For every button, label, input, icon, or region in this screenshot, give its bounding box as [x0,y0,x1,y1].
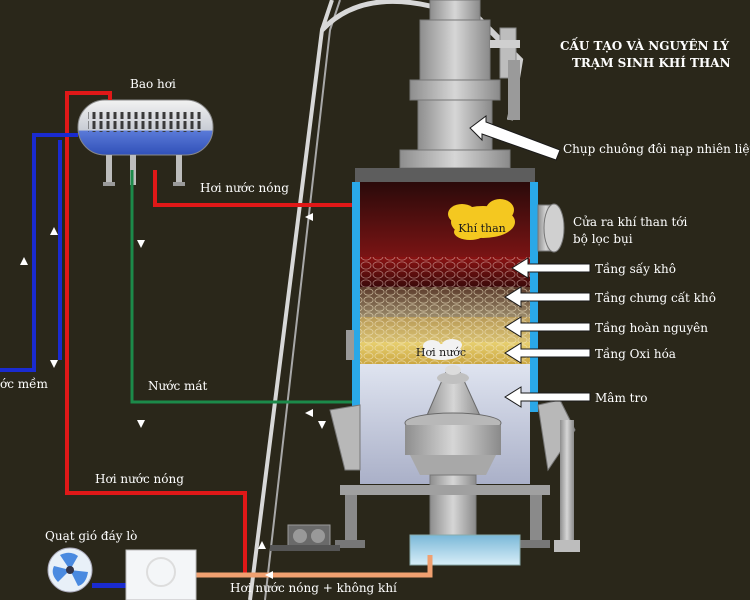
label-hoi-nuoc-nong-mid: Hơi nước nóng [95,472,184,486]
gasifier-top-flange [355,168,535,182]
gas-outlet [537,203,565,253]
callout-arrows [469,115,591,408]
ash-hopper-left [329,404,361,471]
label-hoi-nuoc-nong-top: Hơi nước nóng [200,181,289,195]
ash-hopper-right [537,399,576,472]
label-hoi-nuoc-nong-khong-khi: Hơi nước nóng + không khí [230,581,397,595]
right-pipe [560,420,574,550]
title-line-1: CẤU TẠO VÀ NGUYÊN LÝ [560,36,729,53]
steam-pipes [65,91,352,575]
side-port [346,330,354,360]
blower-fan [47,547,197,600]
label-nuoc-mat: Nước mát [148,379,208,393]
label-tang-oxi: Tầng Oxi hóa [595,346,676,361]
flow-arrows [20,213,326,579]
label-cua-ra-2: bộ lọc bụi [573,232,633,246]
water-jacket-left [352,182,360,412]
coal-gas-cloud [448,199,515,240]
label-nuoc-mem: ớc mềm [0,376,49,391]
label-mam-tro: Mâm tro [595,391,647,405]
title-line-2: TRẠM SINH KHÍ THAN [572,55,731,70]
water-seal-tank [409,534,521,566]
soft-water-pipe [0,133,78,372]
label-tang-chung: Tầng chưng cất khô [595,290,716,305]
label-tang-hoan: Tầng hoàn nguyên [595,320,708,335]
air-steam-pipe [195,555,433,578]
steam-cloud [422,339,462,360]
support-legs [335,485,550,548]
khi-than-label: Khí than [458,222,505,235]
label-chup-chuong: Chụp chuông đôi nạp nhiên liệu [563,142,750,156]
steam-drum [77,99,214,186]
label-tang-say: Tầng sấy khô [595,261,676,276]
cool-water-pipe [130,170,352,404]
label-cua-ra-1: Cửa ra khí than tới [573,215,688,229]
double-bell-feeder [399,0,520,192]
hoi-nuoc-cloud-label: Hơi nước [416,346,466,359]
bao-hoi-label: Bao hơi [130,77,176,91]
label-quat-gio: Quạt gió đáy lò [45,529,137,543]
drive-motor [270,524,340,551]
